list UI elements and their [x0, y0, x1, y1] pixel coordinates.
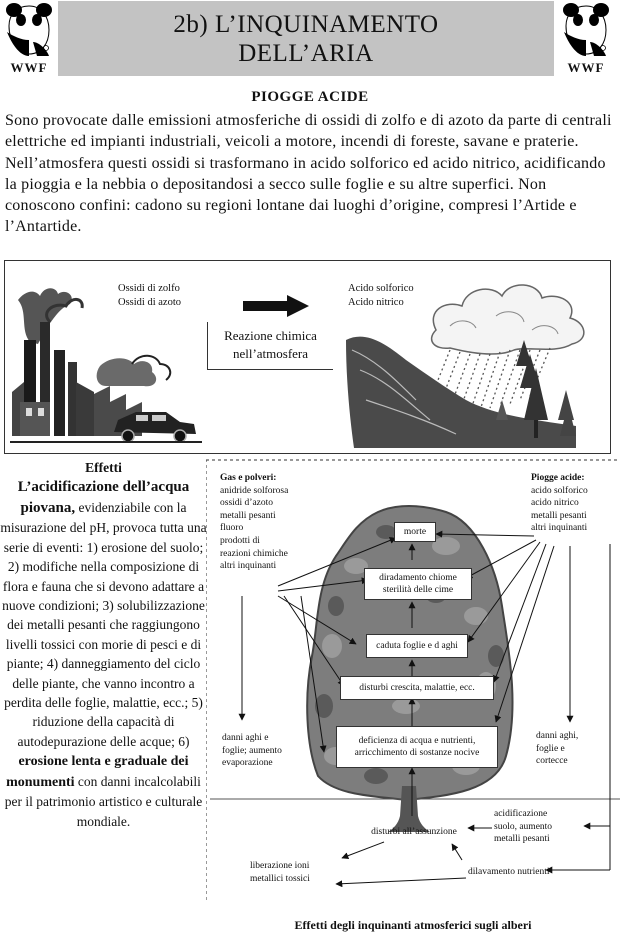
acidification-line: acidificazione — [494, 809, 548, 819]
reaction-label: Reazione chimica nell’atmosfera — [207, 322, 333, 370]
title-line-1: 2b) L’INQUINAMENTO — [173, 10, 439, 38]
rain-item: altri inquinanti — [531, 523, 588, 534]
acidification-line: metalli pesanti — [494, 834, 550, 845]
gas-item: fluoro — [220, 523, 244, 534]
title-line-2: DELL’ARIA — [238, 39, 374, 67]
gas-dust-list: Gas e polveri: anidride solforosa ossidi… — [220, 472, 288, 573]
reaction-line-1: Reazione chimica — [224, 328, 317, 343]
arrow-right-icon — [243, 295, 309, 317]
box-diradamento-line-2: sterilità delle cime — [382, 585, 454, 595]
oxide-sulfur: Ossidi di zolfo — [118, 283, 180, 294]
factory-illustration — [10, 288, 202, 443]
left-damage-line: danni aghi e — [222, 733, 269, 743]
acids-label: Acido solforico Acido nitrico — [348, 282, 414, 310]
gas-item: altri inquinanti — [220, 561, 277, 572]
ioni-line: metallici tossici — [250, 873, 310, 884]
gas-item: anidride solforosa — [220, 485, 289, 496]
effects-text: Effetti L’acidificazione dell’acqua piov… — [0, 458, 207, 831]
acid-nitric: Acido nitrico — [348, 297, 404, 308]
logo-label: WWF — [10, 60, 48, 75]
oxide-nitrogen: Ossidi di azoto — [118, 297, 181, 308]
rain-title: Piogge acide: — [531, 473, 585, 483]
left-damage-label: danni aghi e foglie; aumento evaporazion… — [222, 732, 282, 770]
acid-rain-forest-illustration — [346, 284, 585, 448]
acid-rain-list: Piogge acide: acido solforico acido nitr… — [531, 472, 588, 535]
panda-icon — [6, 3, 52, 56]
section-title: PIOGGE ACIDE — [251, 89, 369, 105]
box-caduta: caduta foglie e d aghi — [366, 634, 468, 658]
acidification-label: acidificazione suolo, aumento metalli pe… — [494, 808, 552, 846]
box-deficienza-line-2: arricchimento di sostanze nocive — [354, 748, 480, 758]
ioni-label: liberazione ioni metallici tossici — [250, 860, 310, 885]
dilavamento-label: dilavamento nutrienti — [468, 867, 550, 877]
logo-label: WWF — [567, 60, 605, 75]
page-title: 2b) L’INQUINAMENTO DELL’ARIA — [58, 1, 554, 76]
panda-icon — [563, 3, 609, 56]
rain-item: acido solforico — [531, 485, 588, 496]
effects-text-1: evidenziabile con la misurazione del pH,… — [0, 499, 207, 749]
box-deficienza: deficienza di acqua e nutrienti, arricch… — [336, 726, 498, 768]
intro-paragraph: Sono provocate dalle emissioni atmosferi… — [5, 112, 612, 236]
wwf-logo-right: WWF — [560, 2, 612, 76]
effects-text-2: con danni incalcolabili per il patrimoni… — [4, 773, 203, 829]
effects-lead: L’acidificazione dell’acqua piovana, — [17, 479, 190, 516]
gas-item: prodotti di — [220, 535, 260, 546]
oxides-label: Ossidi di zolfo Ossidi di azoto — [118, 282, 181, 310]
right-damage-line: foglie e — [536, 743, 565, 754]
right-damage-line: cortecce — [536, 756, 568, 767]
effects-heading: Effetti — [85, 460, 122, 475]
rain-item: metalli pesanti — [531, 510, 587, 521]
right-damage-line: danni aghi, — [536, 731, 579, 741]
gas-item: reazioni chimiche — [220, 548, 288, 559]
tree-caption: Effetti degli inquinanti atmosferici sug… — [294, 918, 532, 932]
box-diradamento-line-1: diradamento chiome — [379, 572, 457, 583]
gas-item: metalli pesanti — [220, 510, 276, 521]
wwf-logo-left: WWF — [3, 2, 55, 76]
box-disturbi: disturbi crescita, malattie, ecc. — [340, 676, 494, 700]
rain-item: acido nitrico — [531, 498, 579, 509]
gas-title: Gas e polveri: — [220, 473, 277, 483]
left-damage-line: foglie; aumento — [222, 745, 282, 756]
box-deficienza-line-1: deficienza di acqua e nutrienti, — [358, 735, 476, 746]
acid-sulfuric: Acido solforico — [348, 283, 414, 294]
reaction-line-2: nell’atmosfera — [232, 346, 309, 361]
effects-bold-monuments: erosione lenta e graduale dei monumenti — [6, 754, 189, 790]
acid-rain-diagram — [4, 260, 611, 454]
left-damage-line: evaporazione — [222, 758, 273, 769]
box-diradamento: diradamento chiome sterilità delle cime — [364, 568, 472, 600]
box-morte: morte — [394, 522, 436, 542]
acidification-line: suolo, aumento — [494, 821, 553, 832]
ioni-line: liberazione ioni — [250, 861, 310, 871]
right-damage-label: danni aghi, foglie e cortecce — [536, 730, 578, 768]
box-assunzione: disturbi all’assunzione — [371, 826, 457, 837]
gas-item: ossidi d’azoto — [220, 498, 274, 509]
